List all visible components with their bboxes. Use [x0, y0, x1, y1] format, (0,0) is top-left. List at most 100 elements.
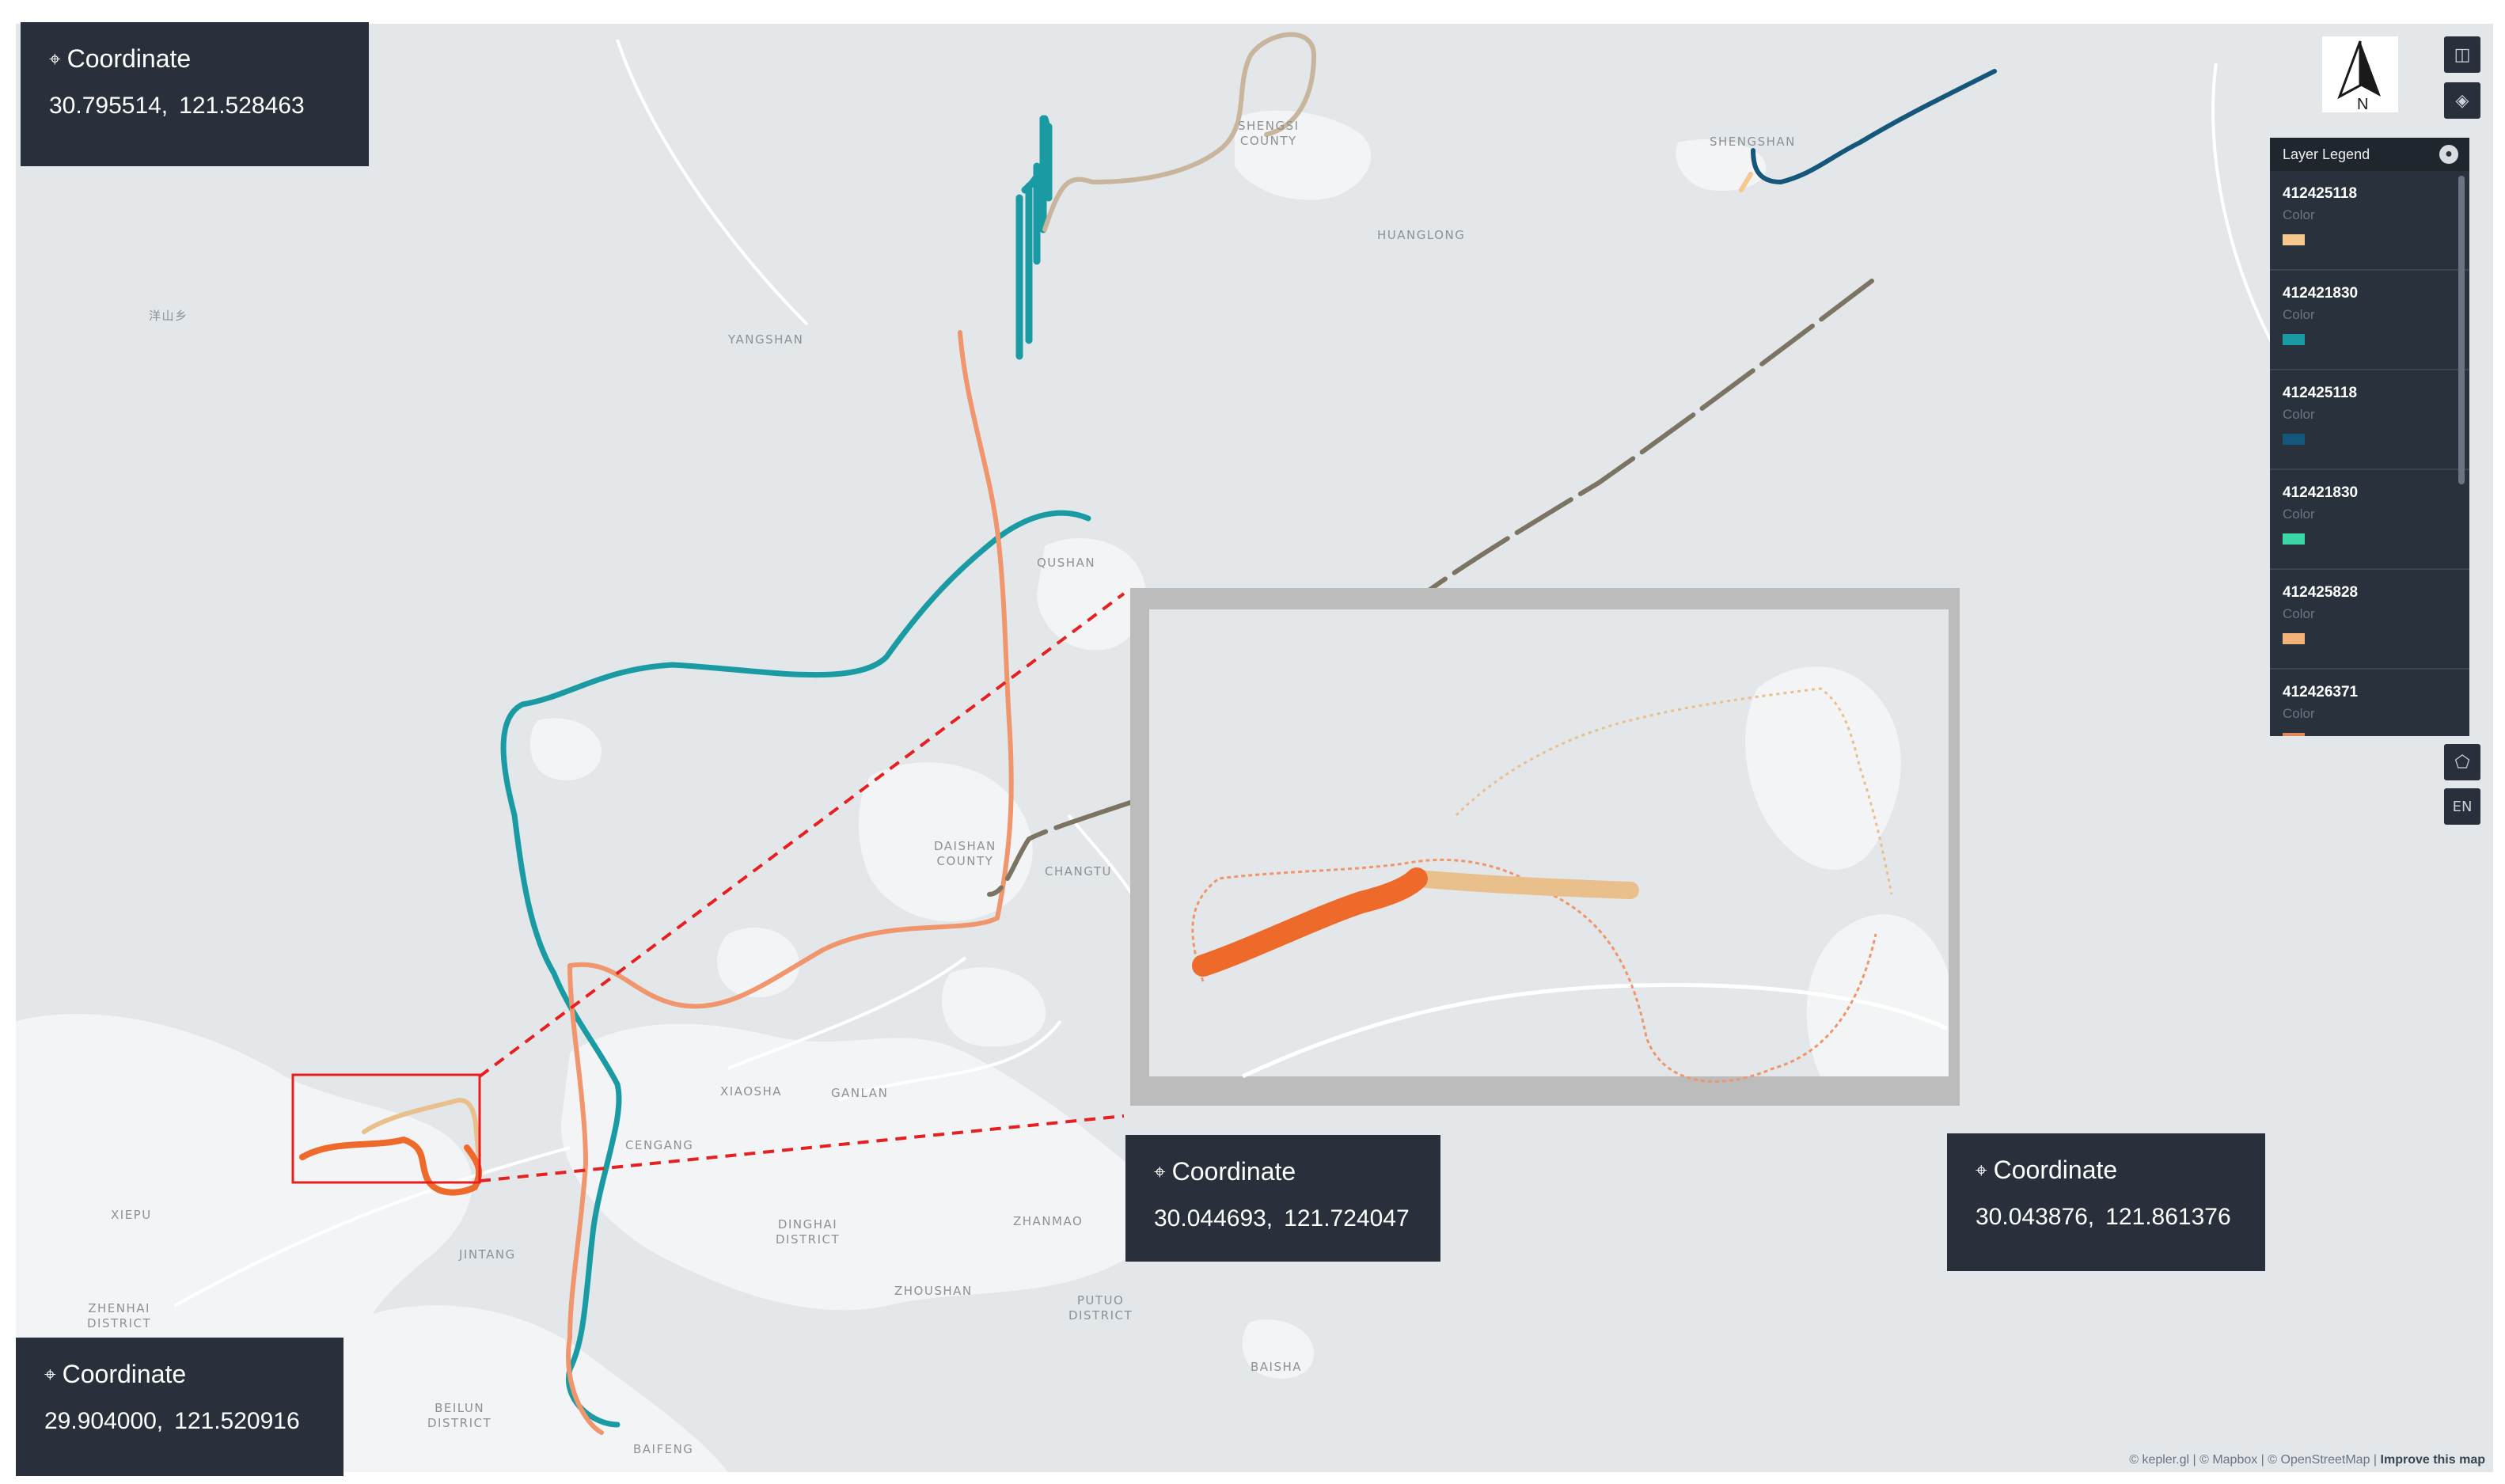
- layer-toggle-button[interactable]: ◈: [2444, 82, 2480, 119]
- attribution-text: © kepler.gl | © Mapbox | © OpenStreetMap…: [2129, 1453, 2381, 1467]
- landmass-qushan: [1037, 538, 1146, 651]
- inset-track-peach: [1455, 687, 1893, 895]
- place-label: ZHOUSHAN: [894, 1284, 973, 1298]
- coordinate-title: Coordinate: [1993, 1156, 2118, 1184]
- legend-color-swatch: [2283, 533, 2305, 545]
- cursor-pin-icon: ⌖: [44, 1361, 56, 1386]
- legend-item-label: Color: [2283, 706, 2315, 721]
- connector-bottom: [479, 1114, 1125, 1182]
- coordinate-lat: 30.044693,: [1154, 1205, 1273, 1232]
- legend-item-label: Color: [2283, 207, 2315, 222]
- legend-item-label: Color: [2283, 307, 2315, 322]
- track-tan: [1042, 32, 1316, 232]
- track-teal: [500, 510, 1091, 1428]
- legend-item-id: 412421830: [2283, 285, 2359, 302]
- coordinate-box-bottom-left: ⌖Coordinate 29.904000, 121.520916: [16, 1338, 343, 1476]
- place-label: HUANGLONG: [1377, 228, 1466, 242]
- legend-item-id: 412426371: [2283, 684, 2359, 700]
- inset-track-dense-orange: [1192, 867, 1428, 977]
- legend-color-swatch: [2283, 633, 2305, 644]
- improve-map-link[interactable]: Improve this map: [2380, 1453, 2485, 1467]
- legend-title: Layer Legend: [2283, 146, 2370, 162]
- legend-color-swatch: [2283, 334, 2305, 345]
- coordinate-box-top-left: ⌖Coordinate 30.795514, 121.528463: [21, 22, 369, 166]
- split-map-button[interactable]: ◫: [2444, 36, 2480, 73]
- place-label: CHANGTU: [1045, 864, 1112, 879]
- legend-color-swatch: [2283, 234, 2305, 245]
- place-label: GANLAN: [831, 1086, 889, 1100]
- coordinate-lon: 121.724047: [1284, 1205, 1410, 1232]
- coordinate-box-right: ⌖Coordinate 30.043876,121.861376: [1947, 1133, 2265, 1271]
- place-label: XIEPU: [111, 1208, 152, 1222]
- landmass-south: [348, 1305, 728, 1472]
- place-label: XIAOSHA: [720, 1084, 783, 1099]
- coordinate-title: Coordinate: [66, 44, 192, 73]
- map-base: [16, 32, 2313, 1472]
- place-label: CENGANG: [625, 1138, 694, 1152]
- coordinate-title: Coordinate: [62, 1360, 187, 1388]
- track-salmon: [566, 330, 1014, 1435]
- road-island-2: [838, 1019, 1062, 1102]
- legend-item-label: Color: [2283, 606, 2315, 621]
- coordinate-lat: 29.904000,: [44, 1408, 164, 1434]
- draw-polygon-button[interactable]: ⬠: [2444, 744, 2480, 780]
- landmass-islet-2: [942, 967, 1046, 1047]
- zoom-connectors: [478, 592, 1125, 1182]
- coordinate-lon: 121.528463: [179, 93, 305, 119]
- landmass-islet-1: [717, 928, 799, 998]
- coordinate-lat: 30.043876,: [1976, 1204, 2095, 1230]
- legend-close-icon[interactable]: ●: [2439, 145, 2458, 164]
- cursor-pin-icon: ⌖: [49, 46, 61, 70]
- legend-item-id: 412425828: [2283, 584, 2359, 601]
- track-layer: [299, 32, 1997, 1435]
- inset-track-dense-peach: [1408, 870, 1639, 899]
- landmass-shengshan: [1676, 139, 1767, 191]
- cursor-pin-icon: ⌖: [1154, 1159, 1166, 1183]
- legend-color-swatch: [2283, 434, 2305, 445]
- north-compass: N: [2322, 36, 2398, 113]
- legend-item-id: 412425118: [2283, 385, 2358, 401]
- legend-scrollbar[interactable]: [2458, 176, 2465, 484]
- landmass-daishan: [859, 762, 1033, 922]
- legend-item-label: Color: [2283, 407, 2315, 422]
- road-coastal: [616, 39, 809, 326]
- layers-icon: ◈: [2455, 90, 2469, 111]
- language-button[interactable]: EN: [2444, 788, 2480, 825]
- place-label: 洋山乡: [149, 309, 188, 323]
- track-orange: [299, 1137, 483, 1196]
- place-label: BAIFENG: [633, 1442, 694, 1456]
- place-label: QUSHAN: [1037, 556, 1096, 570]
- zoom-inset: [1130, 588, 1960, 1106]
- landmass-islet-4: [529, 718, 602, 780]
- cursor-pin-icon: ⌖: [1976, 1157, 1987, 1182]
- coordinate-lat: 30.795514,: [49, 93, 169, 119]
- highlight-box: [291, 1073, 481, 1184]
- track-peach: [362, 1098, 481, 1158]
- inset-road: [1241, 982, 1949, 1079]
- landmass-islet-3: [1242, 1319, 1314, 1379]
- road-island: [727, 956, 967, 1070]
- coordinate-title: Coordinate: [1171, 1157, 1296, 1186]
- legend-item-id: 412425118: [2283, 185, 2358, 202]
- coordinate-lon: 121.520916: [174, 1408, 300, 1434]
- inset-land: [1745, 666, 1949, 1076]
- track-peach-short: [1739, 172, 1753, 192]
- place-label: JINTANG: [459, 1247, 516, 1262]
- split-map-icon: ◫: [2454, 44, 2471, 65]
- track-teal-north: [1015, 115, 1053, 360]
- road-bridge: [173, 1146, 571, 1308]
- place-label: ZHANMAO: [1013, 1214, 1084, 1228]
- landmass-zhoushan: [560, 1023, 1166, 1311]
- compass-label: N: [2357, 96, 2368, 112]
- place-label: SHENGSHAN: [1710, 135, 1796, 149]
